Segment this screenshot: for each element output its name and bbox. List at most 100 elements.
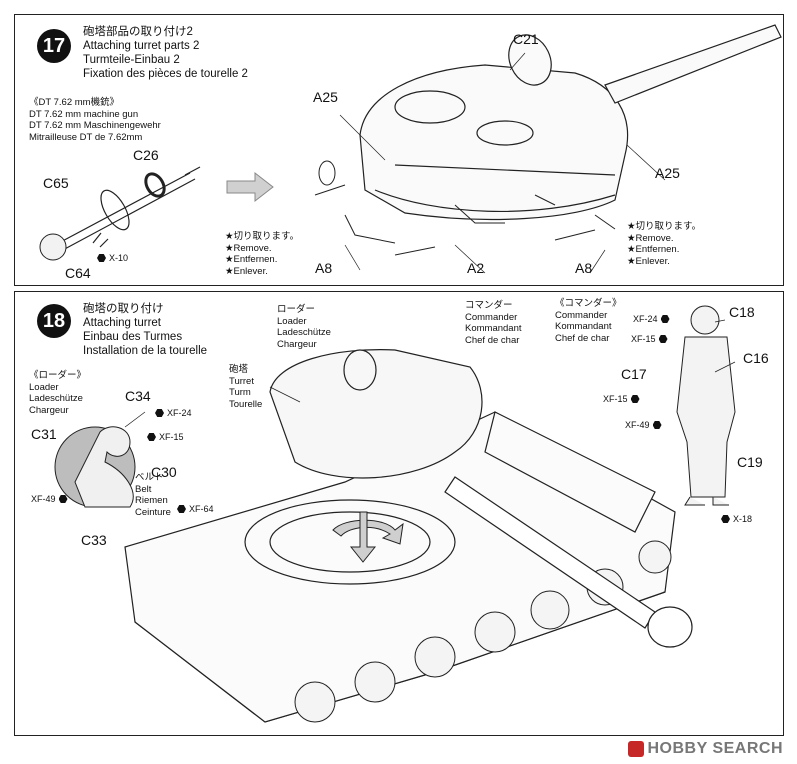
- label-c64: C64: [65, 265, 91, 281]
- label-c16: C16: [743, 350, 769, 366]
- paint-xf15-commander-2: XF-15: [603, 394, 640, 404]
- mg-note-de: DT 7.62 mm Maschinengewehr: [29, 120, 161, 131]
- remove-fr: ★Enlever.: [627, 255, 670, 267]
- belt-note: ベルト Belt Riemen Ceinture: [135, 472, 171, 518]
- remove-note-left: ★切り取ります。 ★Remove. ★Entfernen. ★Enlever.: [225, 231, 299, 277]
- mg-note-en: DT 7.62 mm machine gun: [29, 108, 139, 120]
- loader-ja: ローダー: [277, 304, 316, 315]
- paint-xf24-commander: XF-24: [633, 314, 670, 324]
- remove-ja: ★切り取ります。: [225, 231, 300, 242]
- commander-side-de: Kommandant: [555, 321, 612, 332]
- paint-xf64: XF-64: [177, 504, 214, 514]
- belt-en: Belt: [135, 483, 152, 495]
- paint-hex-icon: [721, 514, 730, 524]
- paint-code: XF-15: [631, 334, 656, 344]
- commander-de: Kommandant: [465, 323, 522, 334]
- paint-xf15-loader: XF-15: [147, 432, 184, 442]
- paint-hex-icon: [660, 314, 670, 324]
- step-17-panel: 17 砲塔部品の取り付け2 Attaching turret parts 2 T…: [14, 14, 784, 286]
- label-a25-right: A25: [655, 165, 680, 181]
- title-en: Attaching turret parts 2: [83, 40, 200, 52]
- paint-xf49-loader: XF-49: [31, 494, 68, 504]
- mg-drawing: [54, 166, 201, 252]
- paint-hex-icon: [147, 432, 156, 442]
- paint-x10: X-10: [97, 253, 128, 263]
- paint-code: XF-49: [31, 494, 56, 504]
- label-a25-left: A25: [313, 89, 338, 105]
- label-c30: C30: [151, 464, 177, 480]
- remove-de: ★Entfernen.: [627, 244, 680, 255]
- turret-de: Turm: [229, 387, 251, 398]
- turret-drawing: [269, 349, 483, 479]
- remove-ja: ★切り取ります。: [627, 221, 702, 232]
- label-a8-right: A8: [575, 260, 593, 276]
- label-c65: C65: [43, 175, 69, 191]
- title-de: Turmteile-Einbau 2: [83, 54, 180, 66]
- title-fr: Fixation des pièces de tourelle 2: [83, 68, 248, 80]
- step-17-illustration: [39, 24, 782, 274]
- paint-code: XF-64: [189, 504, 214, 514]
- label-c33: C33: [81, 532, 107, 548]
- direction-arrow: [226, 171, 274, 203]
- step-18-panel: 18 砲塔の取り付け Attaching turret Einbau des T…: [14, 291, 784, 736]
- commander-top-note: コマンダー Commander Kommandant Chef de char: [465, 300, 522, 346]
- loader-de: Ladeschütze: [277, 327, 331, 338]
- loader-side-fr: Chargeur: [29, 404, 69, 416]
- mg-drum: [39, 233, 67, 261]
- paint-code: XF-24: [167, 408, 192, 418]
- step-number: 18: [37, 304, 71, 338]
- paint-xf49-commander: XF-49: [625, 420, 662, 430]
- loader-side-de: Ladeschütze: [29, 393, 83, 404]
- watermark-text: HOBBY SEARCH: [647, 740, 783, 757]
- turret-drawing: [359, 24, 782, 221]
- paint-code: XF-49: [625, 420, 650, 430]
- mg-note: 《DT 7.62 mm機銃》 DT 7.62 mm machine gun DT…: [29, 97, 161, 143]
- remove-en: ★Remove.: [225, 242, 272, 254]
- belt-fr: Ceinture: [135, 506, 171, 518]
- turret-ja: 砲塔: [229, 364, 249, 375]
- paint-xf24-loader: XF-24: [155, 408, 192, 418]
- paint-code: XF-15: [603, 394, 628, 404]
- title-en: Attaching turret: [83, 317, 161, 329]
- watermark: HOBBY SEARCH: [627, 740, 784, 758]
- label-c18: C18: [729, 304, 755, 320]
- title-ja: 砲塔部品の取り付け2: [83, 26, 193, 38]
- paint-x18: X-18: [721, 514, 752, 524]
- handle-parts: [314, 160, 616, 256]
- commander-side-fr: Chef de char: [555, 332, 610, 344]
- commander-side-note: 《コマンダー》 Commander Kommandant Chef de cha…: [555, 298, 622, 344]
- paint-xf15-commander: XF-15: [631, 334, 668, 344]
- turret-note: 砲塔 Turret Turm Tourelle: [229, 364, 262, 410]
- commander-figure: [676, 305, 736, 506]
- step-number: 17: [37, 29, 71, 63]
- leader-lines: [339, 52, 666, 274]
- gun-barrel-drawing: [444, 476, 693, 648]
- label-c34: C34: [125, 388, 151, 404]
- paint-hex-icon: [97, 253, 106, 263]
- leader-lines: [124, 319, 736, 428]
- paint-hex-icon: [658, 334, 668, 344]
- belt-ja: ベルト: [135, 472, 164, 483]
- loader-top-note: ローダー Loader Ladeschütze Chargeur: [277, 304, 331, 350]
- loader-side-ja: 《ローダー》: [29, 370, 87, 381]
- commander-side-ja: 《コマンダー》: [555, 298, 622, 309]
- belt-de: Riemen: [135, 495, 168, 506]
- title-ja: 砲塔の取り付け: [83, 303, 164, 315]
- paint-hex-icon: [630, 394, 640, 404]
- paint-code: XF-15: [159, 432, 184, 442]
- paint-code: X-18: [733, 514, 753, 524]
- loader-fr: Chargeur: [277, 338, 317, 350]
- paint-hex-icon: [177, 504, 186, 514]
- paint-hex-icon: [58, 494, 68, 504]
- remove-de: ★Entfernen.: [225, 254, 278, 265]
- step-18-illustration: [54, 305, 736, 723]
- rotation-arrows: [332, 511, 404, 563]
- commander-ja: コマンダー: [465, 300, 513, 311]
- tank-hull-drawing: [124, 411, 676, 723]
- loader-side-note: 《ローダー》 Loader Ladeschütze Chargeur: [29, 370, 86, 416]
- paint-code: XF-24: [633, 314, 658, 324]
- paint-code: X-10: [109, 253, 129, 263]
- mg-note-ja: 《DT 7.62 mm機銃》: [29, 97, 120, 108]
- label-a8-left: A8: [315, 260, 333, 276]
- label-c19: C19: [737, 454, 763, 470]
